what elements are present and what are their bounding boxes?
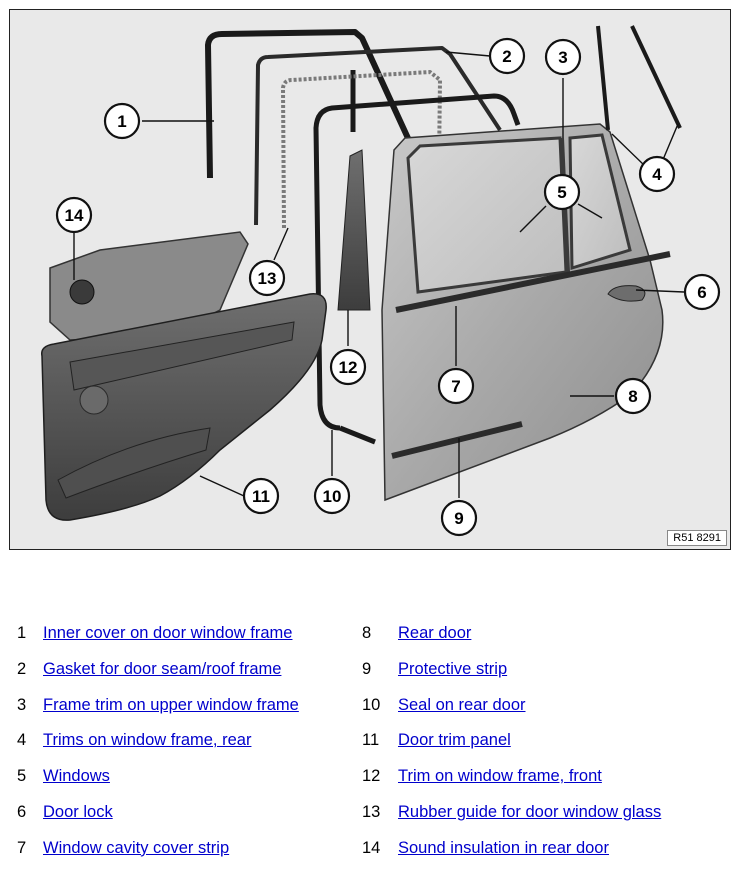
exploded-door-diagram: 1 2 3 4 5 6 7 8 9 10 11 12 13 14 R51 829… [9, 9, 731, 550]
legend-item: 9 Protective strip [362, 654, 661, 690]
legend-link-trims-rear[interactable]: Trims on window frame, rear [43, 731, 252, 750]
legend-number: 5 [17, 767, 27, 786]
callout-9: 9 [454, 509, 463, 528]
legend-link-windows[interactable]: Windows [43, 767, 110, 786]
legend-link-protective-strip[interactable]: Protective strip [398, 659, 508, 678]
legend-link-frame-trim[interactable]: Frame trim on upper window frame [43, 695, 299, 714]
legend-item: 3 Frame trim on upper window frame [17, 690, 299, 726]
legend-item: 10 Seal on rear door [362, 690, 661, 726]
part-seal-rear-door [313, 93, 521, 431]
legend-link-inner-cover[interactable]: Inner cover on door window frame [43, 624, 293, 642]
legend-link-rear-door[interactable]: Rear door [398, 624, 472, 642]
legend-link-sound-insulation[interactable]: Sound insulation in rear door [398, 838, 609, 857]
part-gasket-roof-frame [254, 46, 502, 226]
legend-number: 11 [362, 731, 380, 750]
legend-number: 13 [362, 802, 381, 821]
callout-1: 1 [117, 112, 126, 131]
legend-link-door-lock[interactable]: Door lock [43, 802, 113, 821]
legend-number: 8 [362, 624, 372, 642]
part-protective-strip [391, 421, 523, 459]
callout-11: 11 [252, 487, 270, 506]
callout-2: 2 [502, 47, 511, 66]
callout-12: 12 [339, 358, 358, 377]
legend-item: 14 Sound insulation in rear door [362, 833, 661, 869]
legend-number: 10 [362, 695, 381, 714]
legend-number: 14 [362, 838, 381, 857]
callout-4: 4 [652, 165, 662, 184]
part-trims-rear [596, 25, 610, 131]
legend-item: 2 Gasket for door seam/roof frame [17, 654, 299, 690]
legend-item: 12 Trim on window frame, front [362, 761, 661, 797]
legend-item: 11 Door trim panel [362, 725, 661, 761]
legend-number: 2 [17, 659, 27, 678]
part-trim-frame-front [337, 149, 371, 311]
legend-left-column: 1 Inner cover on door window frame 2 Gaske… [17, 618, 299, 869]
legend-number: 7 [17, 838, 27, 857]
legend-item: 5 Windows [17, 761, 299, 797]
legend-number: 3 [17, 695, 27, 714]
callout-3: 3 [558, 48, 567, 67]
legend-item: 7 Window cavity cover strip [17, 833, 299, 869]
legend-number: 12 [362, 767, 381, 786]
part-windows [406, 136, 568, 294]
part-inner-cover-frame [205, 29, 421, 179]
part-sound-insulation [49, 231, 249, 341]
legend-number: 6 [17, 802, 27, 821]
legend-link-rubber-guide[interactable]: Rubber guide for door window glass [398, 802, 662, 821]
callout-13: 13 [258, 269, 277, 288]
callout-10: 10 [323, 487, 342, 506]
legend-number: 1 [17, 624, 27, 642]
callout-6: 6 [697, 283, 706, 302]
callout-8: 8 [628, 387, 637, 406]
part-rubber-guide [281, 70, 442, 249]
figure-reference-code: R51 8291 [667, 530, 727, 546]
legend-link-trim-front[interactable]: Trim on window frame, front [398, 767, 602, 786]
legend-item: 1 Inner cover on door window frame [17, 618, 299, 654]
diagram-illustration: 1 2 3 4 5 6 7 8 9 10 11 12 13 14 [41, 25, 721, 537]
legend-link-door-trim-panel[interactable]: Door trim panel [398, 731, 511, 750]
callout-5: 5 [557, 183, 566, 202]
legend-number: 9 [362, 659, 372, 678]
legend-right-column: 8 Rear door 9 Protective strip 10 Seal on r… [362, 618, 661, 869]
legend-item: 8 Rear door [362, 618, 661, 654]
part-cavity-strip [395, 251, 671, 313]
legend-number: 4 [17, 731, 27, 750]
legend-link-gasket[interactable]: Gasket for door seam/roof frame [43, 659, 282, 678]
legend-item: 6 Door lock [17, 797, 299, 833]
legend-item: 13 Rubber guide for door window glass [362, 797, 661, 833]
callout-7: 7 [451, 377, 460, 396]
legend-item: 4 Trims on window frame, rear [17, 725, 299, 761]
legend-link-seal[interactable]: Seal on rear door [398, 695, 526, 714]
legend-link-cavity-strip[interactable]: Window cavity cover strip [43, 838, 230, 857]
part-door-lock [607, 285, 646, 302]
callout-14: 14 [65, 206, 84, 225]
